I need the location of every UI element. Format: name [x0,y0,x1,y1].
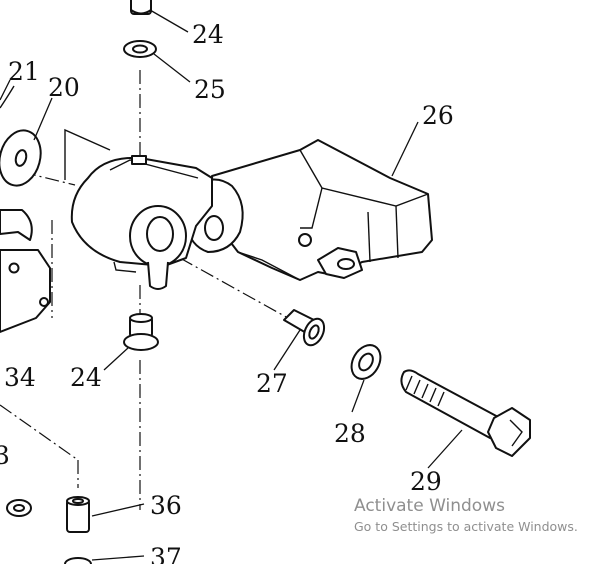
callout-28: 28 [334,419,366,448]
callout-25: 25 [194,75,226,104]
callout-29: 29 [410,467,442,496]
callout-27: 27 [256,369,288,398]
part-27-sleeve [283,309,326,347]
watermark-title: Activate Windows [354,496,505,516]
callout-21: 21 [8,57,40,86]
part-37-washer [64,557,92,564]
callout-24-bottom: 24 [70,363,102,392]
part-24-top-bushing [130,0,152,15]
center-lines [0,70,289,510]
leader-lines [0,9,463,561]
part-26-main-body [185,139,433,281]
callout-34: 34 [4,363,36,392]
callout-36: 36 [150,491,182,520]
callout-37: 37 [150,543,182,564]
part-24-bottom-bushing [123,313,159,351]
part-36-spacer [66,496,90,533]
part-28-washer [350,344,382,380]
activate-windows-watermark: Activate Windows Go to Settings to activ… [354,495,578,536]
main-housing [70,155,213,290]
part-21-edge [0,85,15,109]
part-25-washer [123,40,157,58]
callout-26: 26 [422,101,454,130]
part-3-washer [6,499,32,517]
left-bracket-parts [0,209,51,333]
part-20-washer [0,129,42,187]
callout-labels: 24 25 21 20 26 34 24 27 28 29 3 36 37 [0,20,454,564]
part-29-hex-bolt [400,369,531,457]
callout-3: 3 [0,441,10,470]
callout-20: 20 [48,73,80,102]
callout-24-top: 24 [192,20,224,49]
watermark-subtitle: Go to Settings to activate Windows. [354,519,578,534]
